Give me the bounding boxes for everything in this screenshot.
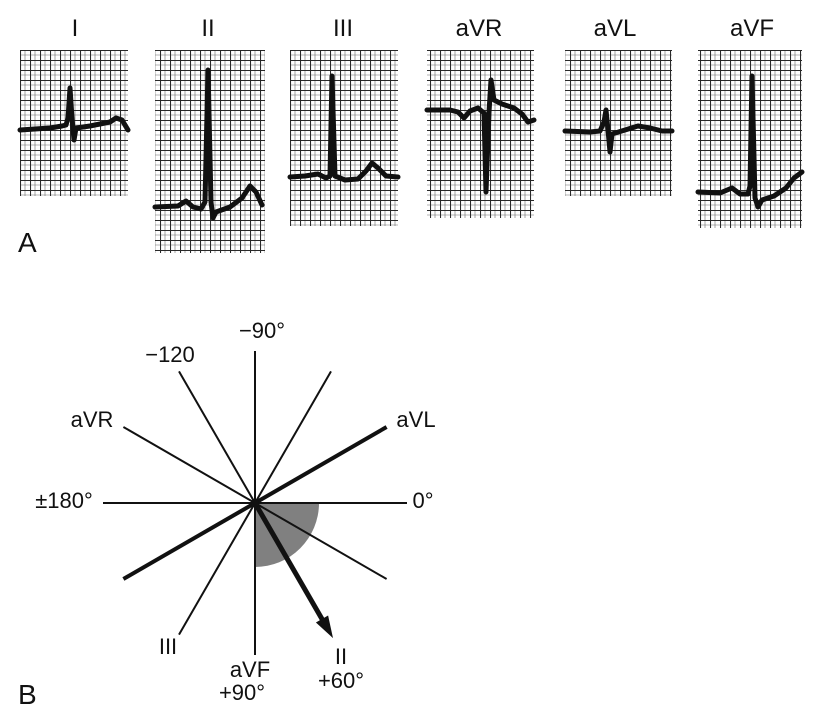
lead-strip-iii: III: [287, 15, 401, 226]
axis-line: [253, 425, 388, 505]
ecg-trace: [695, 73, 805, 210]
ecg-grid-paper: [290, 50, 398, 226]
panel-a: I II III aVR aVL aVF: [17, 15, 805, 258]
axis-line: [178, 370, 256, 504]
arrowhead-icon: [315, 615, 333, 639]
ecg-grid-paper: [427, 50, 534, 218]
ecg-trace: [152, 67, 265, 221]
ecg-trace: [424, 77, 537, 195]
panel-letter-a: A: [18, 227, 37, 258]
ecg-grid-paper: [565, 50, 672, 196]
label-avf: aVF: [230, 657, 270, 682]
panel-b: −90° −120 aVR aVL ±180° 0° III aVF +90° …: [18, 318, 436, 710]
lead-strip-avr: aVR: [424, 15, 537, 218]
lead-label-ii: II: [201, 15, 214, 42]
lead-strip-i: I: [17, 15, 131, 196]
axis-line: [254, 502, 388, 580]
ecg-trace: [287, 73, 401, 183]
panel-letter-b: B: [18, 679, 37, 710]
axis-line: [122, 426, 256, 504]
label-plus-90: +90°: [219, 680, 265, 705]
axis-center-dot: [251, 499, 259, 507]
lead-strip-avf: aVF: [695, 15, 805, 228]
label-zero: 0°: [412, 488, 433, 513]
label-ii: II: [335, 644, 347, 669]
ecg-trace: [562, 107, 675, 155]
label-minus-120: −120: [145, 342, 195, 367]
label-plus-60: +60°: [318, 668, 364, 693]
lead-label-avf: aVF: [730, 15, 774, 42]
label-iii: III: [159, 634, 177, 659]
lead-strip-ii: II: [152, 15, 265, 253]
lead-label-iii: III: [333, 15, 353, 42]
axis-line: [254, 370, 332, 504]
lead-label-i: I: [72, 15, 79, 42]
axis-lines: [103, 351, 407, 655]
normal-axis-sector: [255, 503, 319, 567]
lead-strip-avl: aVL: [562, 15, 675, 196]
axis-line: [178, 502, 256, 636]
lead-label-avl: aVL: [594, 15, 637, 42]
axis-line: [122, 501, 257, 581]
label-avl: aVL: [396, 407, 435, 432]
label-avr: aVR: [71, 407, 114, 432]
ecg-trace: [17, 85, 131, 143]
lead-label-avr: aVR: [456, 15, 503, 42]
mean-axis-arrow-ii: [252, 501, 326, 623]
label-plus-minus-180: ±180°: [35, 488, 93, 513]
label-minus-90: −90°: [239, 318, 285, 343]
